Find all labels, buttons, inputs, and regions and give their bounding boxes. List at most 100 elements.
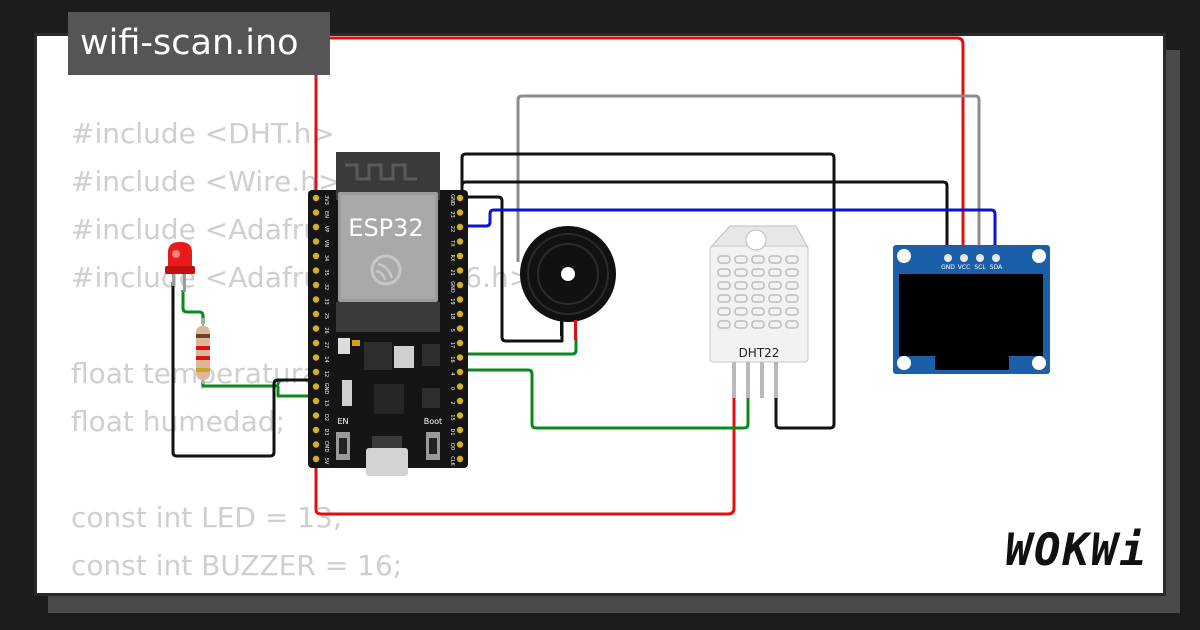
pin-d1[interactable] [456, 426, 464, 434]
espressif-logo-icon [370, 254, 402, 286]
esp32-board[interactable]: ESP32 EN Boot 3V3ENVPVN34353233252627141… [308, 152, 468, 476]
pin-3v3[interactable] [312, 194, 320, 202]
pin-13[interactable] [312, 397, 320, 405]
pin-clk[interactable] [456, 455, 464, 463]
pin-label: 3V3 [323, 195, 329, 205]
oled-pin-scl: SCL [974, 264, 986, 271]
pin-gnd[interactable] [456, 194, 464, 202]
sensor-vent [751, 255, 765, 264]
pin-gnd[interactable] [456, 281, 464, 289]
wire-black-led-gnd[interactable] [171, 282, 316, 458]
pin-32[interactable] [312, 281, 320, 289]
pin-label: 25 [323, 313, 329, 319]
pin-0[interactable] [456, 383, 464, 390]
pin-label: GND [449, 281, 455, 293]
pin-label: 13 [323, 400, 329, 406]
pin-27[interactable] [312, 339, 320, 347]
pin-35[interactable] [312, 267, 320, 274]
pin-label: GND [323, 383, 329, 395]
project-title[interactable]: wifi-scan.ino [68, 12, 330, 75]
sensor-vent [768, 307, 782, 316]
oled-screen [899, 274, 1043, 356]
wire-black-dht-gnd[interactable] [460, 152, 836, 430]
sensor-vent [734, 307, 748, 316]
pin-label: GND [449, 194, 455, 206]
pin-rx[interactable] [456, 252, 464, 260]
sensor-vent [785, 255, 799, 264]
sensor-vent [785, 294, 799, 303]
pin-gnd[interactable] [312, 383, 320, 390]
sensor-vent [768, 294, 782, 303]
pin-cmd[interactable] [312, 441, 320, 448]
oled-display[interactable]: GND VCC SCL SDA [893, 245, 1050, 374]
pin-en[interactable] [312, 209, 320, 216]
pin-label: 26 [323, 327, 329, 333]
pin-17[interactable] [456, 339, 464, 347]
wire-blue-sda[interactable] [455, 208, 997, 258]
sensor-vent [768, 255, 782, 264]
pin-25[interactable] [312, 310, 320, 318]
pin-2[interactable] [456, 397, 464, 405]
pin-5[interactable] [456, 325, 464, 332]
pin-label: 0 [449, 387, 455, 390]
sensor-vent [717, 307, 731, 316]
pin-d2[interactable] [312, 412, 320, 419]
usb-port [366, 448, 408, 476]
en-button-label: EN [337, 417, 348, 426]
resistor[interactable] [196, 318, 210, 384]
pin-22[interactable] [456, 223, 464, 231]
boot-button-label: Boot [424, 417, 442, 426]
pin-21[interactable] [456, 267, 464, 274]
pin-label: D0 [449, 443, 455, 450]
pin-label: CMD [323, 441, 329, 453]
oled-pin-gnd: GND [941, 264, 955, 271]
pin-12[interactable] [312, 368, 320, 376]
wire-gray-scl[interactable] [516, 94, 981, 262]
pin-vn[interactable] [312, 238, 320, 245]
pin-label: 5 [449, 329, 455, 332]
sensor-vent [734, 281, 748, 290]
sensor-vent [734, 294, 748, 303]
sensor-vent [734, 255, 748, 264]
pin-label: VN [323, 240, 329, 247]
pin-4[interactable] [456, 368, 464, 376]
sensor-vent [717, 294, 731, 303]
sensor-vent [785, 281, 799, 290]
pin-33[interactable] [312, 296, 320, 303]
pin-label: D2 [323, 414, 329, 421]
pin-label: 4 [449, 372, 455, 375]
pin-19[interactable] [456, 296, 464, 303]
code-line: #include <DHT.h> [71, 117, 335, 150]
pin-tx[interactable] [456, 238, 464, 245]
pin-5v[interactable] [312, 455, 320, 463]
sensor-vent [785, 320, 799, 329]
pin-label: 14 [323, 356, 329, 362]
pin-d3[interactable] [312, 426, 320, 434]
pin-label: 22 [449, 226, 455, 232]
pin-34[interactable] [312, 252, 320, 260]
sensor-vent [751, 294, 765, 303]
pin-label: 12 [323, 371, 329, 377]
wire-green-led[interactable] [181, 290, 205, 324]
pin-23[interactable] [456, 209, 464, 216]
dht22-sensor[interactable]: DHT22 [708, 225, 809, 398]
pin-label: 15 [449, 414, 455, 420]
sensor-vent [717, 255, 731, 264]
sensor-vent [751, 281, 765, 290]
pin-16[interactable] [456, 354, 464, 361]
pin-vp[interactable] [312, 223, 320, 231]
wire-green-dht[interactable] [455, 368, 750, 430]
pin-label: 16 [449, 356, 455, 362]
oled-pin-vcc: VCC [958, 264, 970, 271]
wire-black-buzzer-gnd[interactable] [455, 195, 564, 343]
pin-15[interactable] [456, 412, 464, 419]
wire-green-buzzer[interactable] [455, 338, 578, 356]
red-led[interactable] [165, 242, 195, 292]
pin-26[interactable] [312, 325, 320, 332]
pin-18[interactable] [456, 310, 464, 318]
pin-d0[interactable] [456, 441, 464, 448]
buzzer[interactable] [520, 226, 616, 340]
pin-label: 21 [449, 269, 455, 275]
pin-label: 23 [449, 211, 455, 217]
pin-14[interactable] [312, 354, 320, 361]
